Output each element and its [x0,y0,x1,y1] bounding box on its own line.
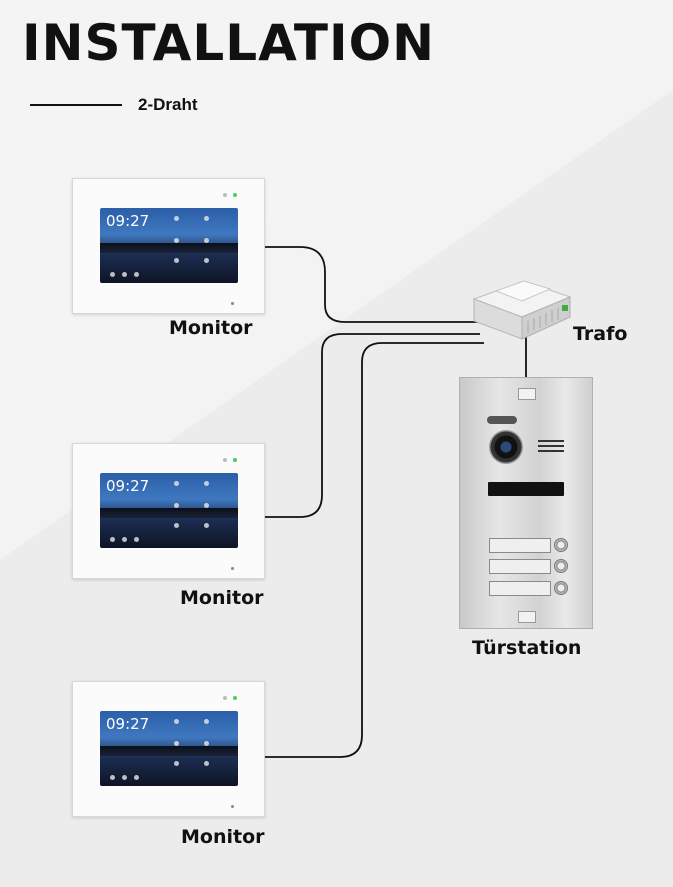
message-icon [134,775,139,780]
power-icon [204,258,209,263]
power-icon [204,523,209,528]
monitor-2-label: Monitor [180,587,264,609]
landscape-silhouette [100,242,238,253]
sensor-icon [223,193,227,197]
page-title: INSTALLATION [22,14,435,72]
trafo-label: Trafo [573,323,628,345]
camera-icon [122,272,127,277]
trafo-unit [472,280,572,340]
sensor-icon [223,458,227,462]
indicator-light [231,567,234,570]
app-icon [174,719,179,724]
bell-icon [110,272,115,277]
app-icon [174,216,179,221]
camera-icon [122,775,127,780]
app-icon [204,216,209,221]
sensor-icon [223,696,227,700]
legend-line [30,104,122,106]
settings-icon [204,741,209,746]
landscape-silhouette [100,745,238,756]
monitor-1: 09:27 [72,178,265,314]
call-button-2 [554,559,568,573]
door-station-label: Türstation [472,637,582,659]
camera-lens-icon [489,430,523,464]
monitor-screen: 09:27 [100,711,238,786]
call-button-1 [554,538,568,552]
wire-legend: 2-Draht [30,94,198,116]
call-icon [174,238,179,243]
call-icon [174,503,179,508]
screw-slot-top [518,388,536,400]
indicator-light [231,805,234,808]
bell-icon [110,775,115,780]
settings-icon [204,238,209,243]
landscape-silhouette [100,507,238,518]
wire-monitor-2 [265,333,480,518]
monitor-3-label: Monitor [181,826,265,848]
name-plate-1 [489,538,551,553]
microphone-grille-icon [538,440,564,452]
clock-display: 09:27 [106,715,150,733]
message-icon [134,537,139,542]
status-led-icon [233,193,237,197]
name-plate-3 [489,581,551,596]
bell-icon [110,537,115,542]
monitor-3: 09:27 [72,681,265,817]
call-button-3 [554,581,568,595]
screw-slot-bottom [518,611,536,623]
intercom-icon [174,523,179,528]
monitor-screen: 09:27 [100,208,238,283]
clock-display: 09:27 [106,477,150,495]
call-icon [174,741,179,746]
terminal-icon [562,305,568,311]
card-reader-display [488,482,564,496]
monitor-1-label: Monitor [169,317,253,339]
door-station [459,377,593,629]
app-icon [174,481,179,486]
settings-icon [204,503,209,508]
intercom-icon [174,258,179,263]
status-led-icon [233,458,237,462]
app-icon [204,719,209,724]
monitor-screen: 09:27 [100,473,238,548]
speaker-icon [487,416,517,424]
legend-label: 2-Draht [138,95,198,114]
message-icon [134,272,139,277]
status-led-icon [233,696,237,700]
monitor-2: 09:27 [72,443,265,579]
indicator-light [231,302,234,305]
wire-monitor-3 [265,342,484,758]
intercom-icon [174,761,179,766]
name-plate-2 [489,559,551,574]
app-icon [204,481,209,486]
power-icon [204,761,209,766]
wire-monitor-1 [265,246,478,323]
camera-icon [122,537,127,542]
clock-display: 09:27 [106,212,150,230]
